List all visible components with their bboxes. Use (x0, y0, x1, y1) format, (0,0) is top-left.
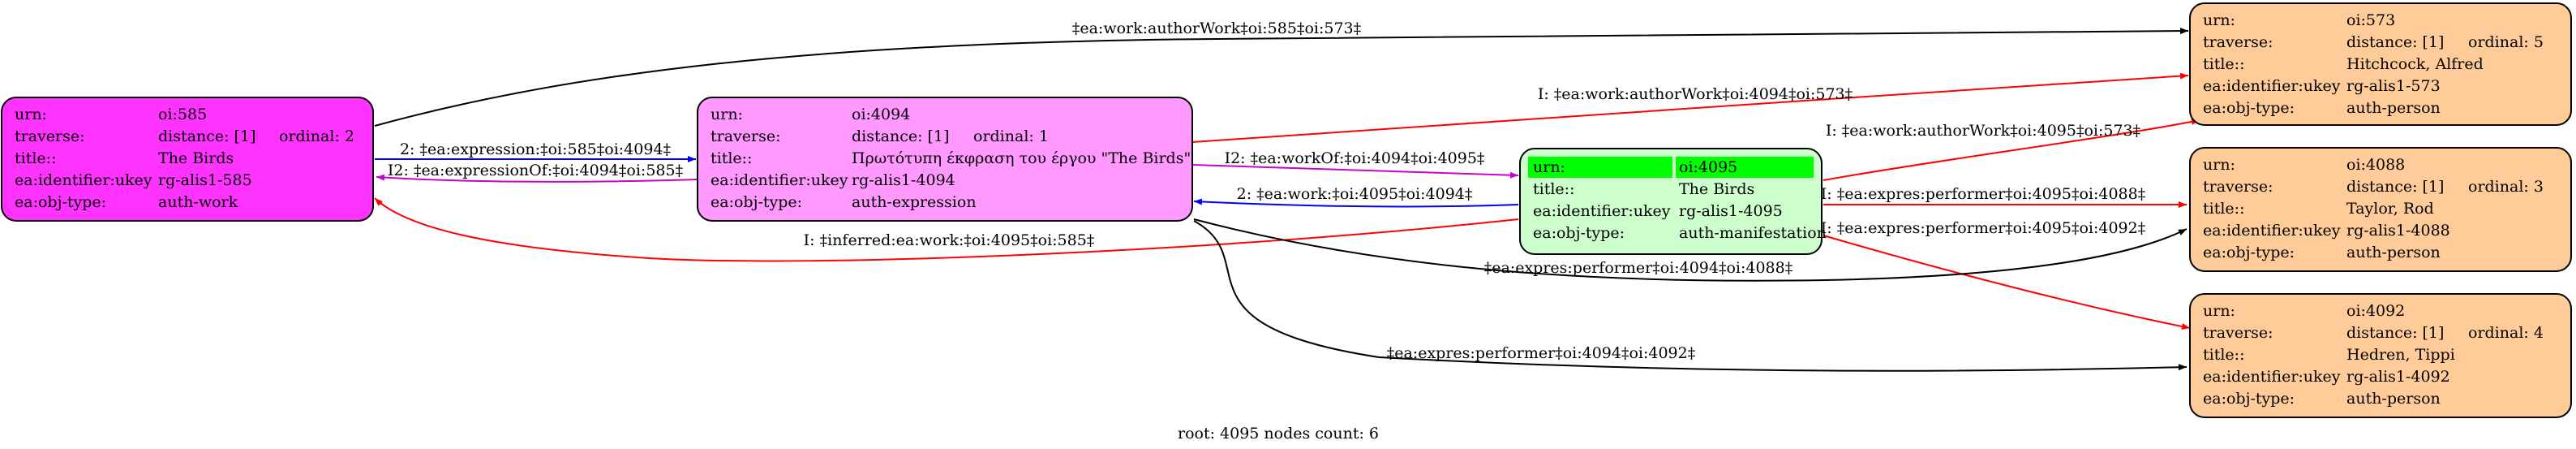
person-573-val-ordinal: ordinal: 5 (2468, 33, 2544, 51)
root-highlight-key (1528, 157, 1672, 178)
person-4092-val-distance: distance: [1] (2346, 324, 2444, 342)
expression-key-urn: urn: (711, 106, 743, 123)
edge-label-expression-of: I2: ‡ea:expressionOf:‡oi:4094‡oi:585‡ (388, 162, 683, 179)
edge-expression-of: I2: ‡ea:expressionOf:‡oi:4094‡oi:585‡ (376, 162, 698, 183)
person-573-val-ukey: rg-alis1-573 (2346, 77, 2441, 95)
edge-manifestation-performer-4088: I: ‡ea:expres:performer‡oi:4095‡oi:4088‡ (1821, 185, 2187, 208)
manifestation-key-objtype: ea:obj-type: (1533, 224, 1625, 242)
expression-val-objtype: auth-expression (852, 193, 977, 211)
node-person-4092[interactable]: urn: oi:4092 traverse: distance: [1] ord… (2189, 293, 2572, 418)
manifestation-val-ukey: rg-alis1-4095 (1679, 202, 1783, 220)
person-4092-key-ukey: ea:identifier:ukey (2203, 368, 2341, 386)
edge-label-work-of: I2: ‡ea:workOf:‡oi:4094‡oi:4095‡ (1225, 149, 1485, 167)
person-573-key-traverse: traverse: (2203, 33, 2273, 51)
person-573-key-urn: urn: (2203, 11, 2235, 29)
manifestation-key-title: title:: (1533, 180, 1574, 198)
person-4088-val-ordinal: ordinal: 3 (2468, 178, 2544, 196)
person-4092-key-objtype: ea:obj-type: (2203, 390, 2295, 408)
expression-val-distance: distance: [1] (852, 127, 949, 145)
person-4092-val-ukey: rg-alis1-4092 (2346, 368, 2450, 386)
edge-manifestation-author: I: ‡ea:work:authorWork‡oi:4095‡oi:573‡ (1823, 119, 2200, 181)
person-4092-val-urn: oi:4092 (2346, 302, 2405, 320)
edge-label-manifestation-work: 2: ‡ea:work:‡oi:4095‡oi:4094‡ (1237, 185, 1473, 203)
edge-work-author: ‡ea:work:authorWork‡oi:585‡oi:573‡ (374, 19, 2189, 127)
graph-caption: root: 4095 nodes count: 6 (1178, 425, 1379, 443)
expression-key-title: title:: (711, 149, 752, 167)
person-4088-key-urn: urn: (2203, 156, 2235, 174)
expression-val-urn: oi:4094 (852, 106, 910, 123)
expression-val-title: Πρωτότυπη έκφραση του έργου "The Birds" (852, 149, 1191, 167)
manifestation-val-title: The Birds (1679, 180, 1754, 198)
work-key-title: title:: (15, 149, 56, 167)
edge-work-of: I2: ‡ea:workOf:‡oi:4094‡oi:4095‡ (1191, 149, 1519, 179)
manifestation-val-objtype: auth-manifestation (1679, 224, 1827, 242)
node-manifestation-4095[interactable]: urn: oi:4095 title:: The Birds ea:identi… (1519, 148, 1827, 255)
person-4088-key-title: title:: (2203, 200, 2244, 218)
edge-expression-performer-4088: ‡ea:expres:performer‡oi:4094‡oi:4088‡ (1193, 218, 2187, 282)
person-573-val-urn: oi:573 (2346, 11, 2395, 29)
edge-label-manifestation-performer-4092: I: ‡ea:expres:performer‡oi:4095‡oi:4092‡ (1821, 219, 2145, 237)
edge-label-manifestation-author: I: ‡ea:work:authorWork‡oi:4095‡oi:573‡ (1826, 122, 2140, 140)
edge-label-expression-performer-4088: ‡ea:expres:performer‡oi:4094‡oi:4088‡ (1484, 259, 1793, 277)
person-4088-key-traverse: traverse: (2203, 178, 2273, 196)
node-expression-4094[interactable]: urn: oi:4094 traverse: distance: [1] ord… (697, 97, 1193, 222)
edge-label-inferred-work: I: ‡inferred:ea:work:‡oi:4095‡oi:585‡ (804, 231, 1095, 249)
edge-label-expression-author: I: ‡ea:work:authorWork‡oi:4094‡oi:573‡ (1538, 85, 1853, 103)
root-highlight-value (1676, 157, 1814, 178)
person-4092-key-traverse: traverse: (2203, 324, 2273, 342)
expression-key-traverse: traverse: (711, 127, 781, 145)
expression-key-objtype: ea:obj-type: (711, 193, 802, 211)
work-val-title: The Birds (158, 149, 234, 167)
person-573-val-title: Hitchcock, Alfred (2346, 55, 2484, 73)
edge-label-work-author: ‡ea:work:authorWork‡oi:585‡oi:573‡ (1072, 19, 1361, 37)
expression-key-ukey: ea:identifier:ukey (711, 171, 848, 189)
work-key-objtype: ea:obj-type: (15, 193, 106, 211)
work-key-urn: urn: (15, 106, 47, 123)
person-573-val-distance: distance: [1] (2346, 33, 2444, 51)
work-val-ukey: rg-alis1-585 (158, 171, 252, 189)
person-4088-val-urn: oi:4088 (2346, 156, 2405, 174)
person-573-key-ukey: ea:identifier:ukey (2203, 77, 2341, 95)
person-4088-key-objtype: ea:obj-type: (2203, 244, 2295, 261)
person-4088-key-ukey: ea:identifier:ukey (2203, 222, 2341, 240)
work-val-urn: oi:585 (158, 106, 207, 123)
node-work-585[interactable]: urn: oi:585 traverse: distance: [1] ordi… (1, 97, 374, 222)
person-573-key-title: title:: (2203, 55, 2244, 73)
expression-val-ukey: rg-alis1-4094 (852, 171, 955, 189)
manifestation-key-urn: urn: (1533, 158, 1565, 176)
person-4092-key-urn: urn: (2203, 302, 2235, 320)
node-person-573[interactable]: urn: oi:573 traverse: distance: [1] ordi… (2189, 2, 2572, 126)
edge-manifestation-performer-4092: I: ‡ea:expres:performer‡oi:4095‡oi:4092‡ (1821, 219, 2191, 330)
edge-label-manifestation-performer-4088: I: ‡ea:expres:performer‡oi:4095‡oi:4088‡ (1821, 185, 2145, 203)
node-person-4088[interactable]: urn: oi:4088 traverse: distance: [1] ord… (2189, 147, 2572, 272)
work-key-ukey: ea:identifier:ukey (15, 171, 152, 189)
manifestation-key-ukey: ea:identifier:ukey (1533, 202, 1671, 220)
person-4092-val-ordinal: ordinal: 4 (2468, 324, 2544, 342)
edge-expression-author: I: ‡ea:work:authorWork‡oi:4094‡oi:573‡ (1191, 72, 2189, 143)
edge-expression-performer-4092: ‡ea:expres:performer‡oi:4094‡oi:4092‡ (1193, 220, 2187, 372)
person-4088-val-objtype: auth-person (2346, 244, 2441, 261)
manifestation-val-urn: oi:4095 (1679, 158, 1737, 176)
person-4092-val-title: Hedren, Tippi (2346, 346, 2455, 364)
work-val-ordinal: ordinal: 2 (279, 127, 354, 145)
person-4088-val-ukey: rg-alis1-4088 (2346, 222, 2450, 240)
person-573-key-objtype: ea:obj-type: (2203, 99, 2295, 117)
expression-val-ordinal: ordinal: 1 (973, 127, 1049, 145)
person-4092-val-objtype: auth-person (2346, 390, 2441, 408)
work-val-objtype: auth-work (158, 193, 238, 211)
edge-inferred-work: I: ‡inferred:ea:work:‡oi:4095‡oi:585‡ (374, 197, 1519, 262)
work-key-traverse: traverse: (15, 127, 85, 145)
person-4088-val-distance: distance: [1] (2346, 178, 2444, 196)
edge-label-work-expression: 2: ‡ea:expression:‡oi:585‡oi:4094‡ (400, 140, 671, 158)
edge-manifestation-work: 2: ‡ea:work:‡oi:4095‡oi:4094‡ (1193, 185, 1519, 208)
person-573-val-objtype: auth-person (2346, 99, 2441, 117)
edge-label-expression-performer-4092: ‡ea:expres:performer‡oi:4094‡oi:4092‡ (1387, 344, 1696, 362)
person-4092-key-title: title:: (2203, 346, 2244, 364)
work-val-distance: distance: [1] (158, 127, 255, 145)
edge-work-expression: 2: ‡ea:expression:‡oi:585‡oi:4094‡ (375, 140, 696, 162)
person-4088-val-title: Taylor, Rod (2346, 200, 2434, 218)
